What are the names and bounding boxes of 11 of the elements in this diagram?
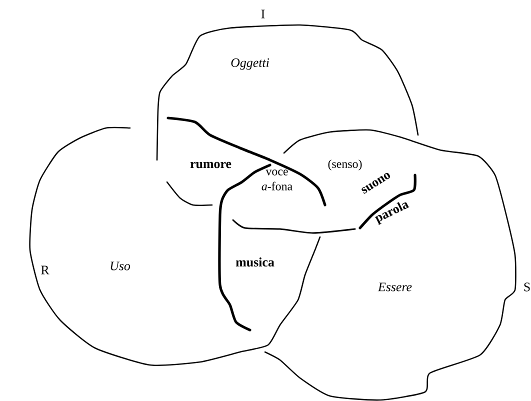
region-label: Oggetti xyxy=(231,58,270,70)
ring-letter: S xyxy=(524,282,530,292)
region-label: Uso xyxy=(110,262,130,270)
region-label: voce a-fona xyxy=(262,170,292,190)
ring-letter: I xyxy=(261,10,265,18)
ring-letter: R xyxy=(41,266,50,274)
region-label: rumore xyxy=(190,162,232,168)
region-label: (senso) xyxy=(328,160,362,170)
region-label: Essere xyxy=(378,282,412,292)
region-label: musica xyxy=(236,257,274,267)
region-label: suono xyxy=(362,172,390,194)
